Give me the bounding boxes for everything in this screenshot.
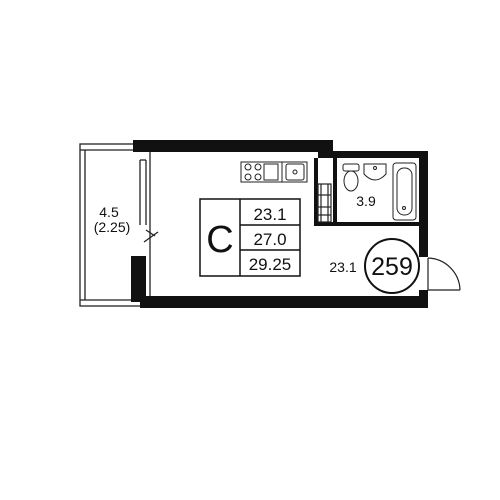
toilet (342, 163, 360, 192)
walls (131, 140, 428, 308)
unit-legend: C 23.1 27.0 29.25 (199, 198, 301, 277)
living-area-value: 23.1 (253, 205, 286, 224)
total-area-with-balcony-value: 29.25 (249, 255, 292, 274)
main-room-area-label: 23.1 (329, 259, 356, 275)
kitchen-counter (240, 161, 308, 183)
entrance-door (427, 257, 461, 291)
unit-type-letter: C (206, 219, 233, 261)
total-area-value: 27.0 (253, 230, 286, 249)
unit-number: 259 (371, 253, 413, 281)
washbasin (363, 163, 387, 181)
unit-number-badge: 259 (364, 238, 420, 294)
balcony-area-label: 4.5 (99, 204, 119, 220)
bathtub (392, 162, 417, 221)
shelf-unit (317, 183, 332, 223)
bathroom-area-label: 3.9 (356, 193, 376, 209)
balcony-reduced-area-label: (2.25) (94, 219, 131, 235)
